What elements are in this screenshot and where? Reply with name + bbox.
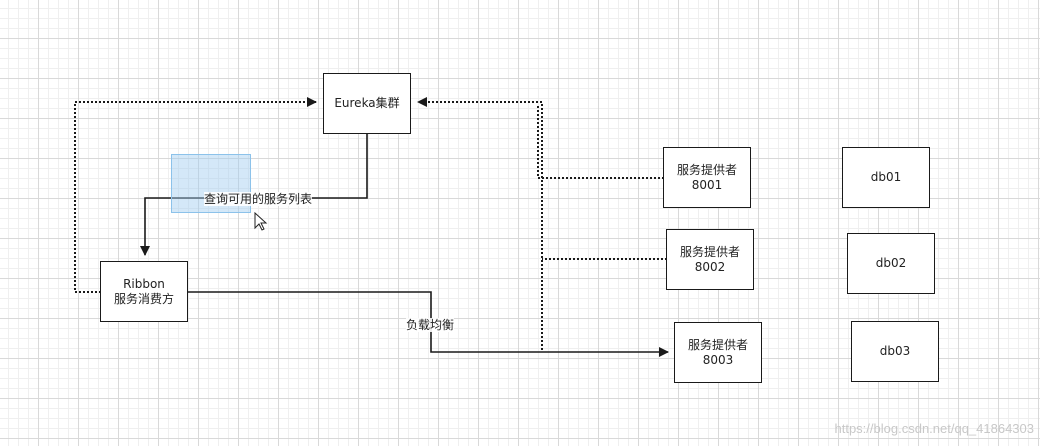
node-eureka-label: Eureka集群 xyxy=(334,96,400,110)
node-db02-label: db02 xyxy=(875,256,907,270)
node-provider-8002-port: 8002 xyxy=(694,259,726,274)
edge-label-load-balance[interactable]: 负载均衡 xyxy=(406,318,455,332)
edge-label-query[interactable]: 查询可用的服务列表 xyxy=(204,192,313,206)
edge-ribbon-to-eureka xyxy=(74,97,317,293)
node-db03-label: db03 xyxy=(879,344,911,358)
node-ribbon-name: Ribbon xyxy=(123,276,165,291)
node-provider-8003[interactable]: 服务提供者 8003 xyxy=(674,322,762,383)
node-provider-8003-port: 8003 xyxy=(702,352,734,367)
node-ribbon-role: 服务消费方 xyxy=(113,291,174,306)
node-db02[interactable]: db02 xyxy=(847,233,935,294)
node-provider-8001-role: 服务提供者 xyxy=(676,162,737,177)
node-provider-8002-role: 服务提供者 xyxy=(679,244,740,259)
node-provider-8003-role: 服务提供者 xyxy=(687,337,748,352)
mouse-pointer-icon xyxy=(254,212,268,231)
node-db03[interactable]: db03 xyxy=(851,321,939,382)
node-provider-8001-port: 8001 xyxy=(691,177,723,192)
edge-provider1-register xyxy=(537,104,664,179)
node-db01-label: db01 xyxy=(870,170,902,184)
watermark-url: https://blog.csdn.net/qq_41864303 xyxy=(834,421,1035,436)
edge-providers-to-eureka xyxy=(417,97,543,350)
node-eureka[interactable]: Eureka集群 xyxy=(323,73,411,134)
node-ribbon[interactable]: Ribbon 服务消费方 xyxy=(100,261,188,322)
node-provider-8001[interactable]: 服务提供者 8001 xyxy=(663,147,751,208)
node-db01[interactable]: db01 xyxy=(842,147,930,208)
node-provider-8002[interactable]: 服务提供者 8002 xyxy=(666,229,754,290)
